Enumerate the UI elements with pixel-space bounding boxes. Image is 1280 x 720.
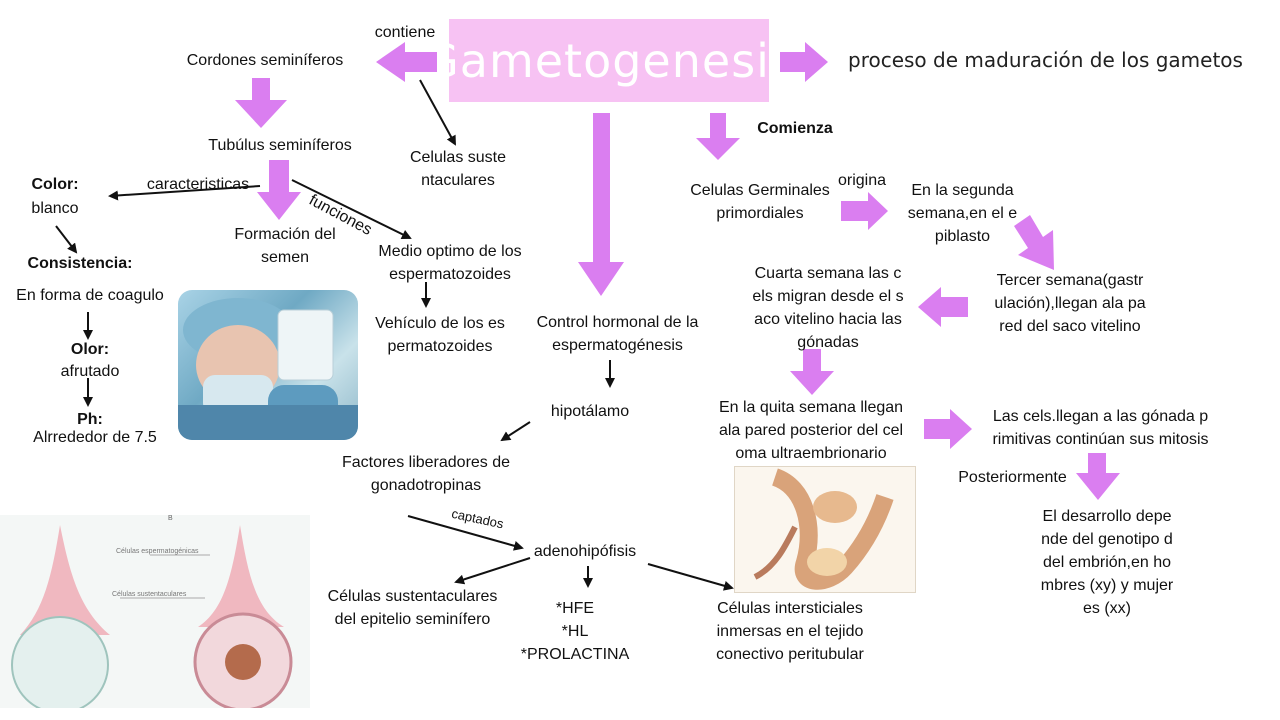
purple-arrow-tercer-cuarta bbox=[918, 287, 968, 327]
tubule-illustration: B Células espermatogénicas Células suste… bbox=[0, 515, 310, 708]
purple-arrow-cordones-down bbox=[235, 78, 287, 128]
purple-arrow-cuarta-quinta bbox=[790, 349, 834, 395]
label-caracteristicas: caracteristicas bbox=[146, 176, 250, 193]
node-formacion: Formación del semen bbox=[234, 226, 336, 266]
value-consistencia: En forma de coagulo bbox=[16, 287, 164, 304]
label-comienza: Comienza bbox=[757, 120, 833, 137]
page-title: Gametogenesis bbox=[423, 33, 795, 88]
purple-arrow-origina bbox=[841, 192, 888, 230]
label-olor: Olor: bbox=[70, 341, 110, 358]
arrow-factores-adeno bbox=[407, 515, 524, 551]
anatomy-drawing bbox=[753, 468, 894, 590]
node-control-hormonal: Control hormonal de la espermatogénesis bbox=[536, 314, 699, 354]
purple-arrow-title-right bbox=[780, 42, 828, 82]
purple-arrow-quinta-gonadas bbox=[924, 409, 972, 449]
label-color: Color: bbox=[31, 176, 79, 193]
value-color: blanco bbox=[31, 200, 79, 217]
purple-arrow-title-left bbox=[376, 42, 437, 82]
node-celulas-sustentaculares: Celulas suste ntaculares bbox=[409, 149, 507, 189]
definition-text: proceso de maduración de los gametos bbox=[848, 48, 1243, 72]
arrow-adeno-sustentaculares bbox=[454, 557, 531, 585]
node-hormonas: *HFE *HL *PROLACTINA bbox=[520, 600, 630, 663]
tubule-caption-sustentaculares: Células sustentaculares bbox=[112, 591, 187, 598]
purple-arrow-posteriormente bbox=[1076, 453, 1120, 500]
arrow-title-sustentaculares bbox=[419, 79, 456, 146]
node-quinta-semana: En la quita semana llegan ala pared post… bbox=[718, 399, 904, 462]
value-ph: Alrrededor de 7.5 bbox=[33, 429, 157, 446]
node-gonadas-primitivas: Las cels.llegan a las gónada p rimitivas… bbox=[992, 408, 1209, 448]
purple-arrow-title-down bbox=[578, 113, 624, 296]
node-segunda-semana: En la segunda semana,en el e piblasto bbox=[907, 182, 1018, 245]
node-cordones: Cordones seminíferos bbox=[186, 52, 344, 69]
tubule-caption-espermatogenicas: Células espermatogénicas bbox=[116, 548, 199, 555]
purple-arrow-comienza bbox=[696, 113, 740, 160]
label-contiene: contiene bbox=[374, 24, 436, 41]
node-cuarta-semana: Cuarta semana las c els migran desde el … bbox=[752, 265, 904, 351]
node-hipotalamo: hipotálamo bbox=[550, 403, 630, 420]
node-vehiculo: Vehículo de los es permatozoides bbox=[375, 315, 505, 355]
label-consistencia: Consistencia: bbox=[27, 255, 133, 272]
label-ph: Ph: bbox=[77, 411, 103, 428]
node-factores: Factores liberadores de gonadotropinas bbox=[341, 454, 511, 494]
purple-arrow-segunda-tercer bbox=[1014, 215, 1054, 270]
node-celulas-intersticiales: Células intersticiales inmersas en el te… bbox=[716, 600, 864, 663]
node-tubulus: Tubúlus seminíferos bbox=[208, 137, 352, 154]
node-tercer-semana: Tercer semana(gastr ulación),llegan ala … bbox=[994, 272, 1146, 335]
arrow-hipotalamo-factores bbox=[500, 421, 531, 442]
node-adenohipofisis: adenohipófisis bbox=[533, 543, 637, 560]
anatomy-illustration bbox=[734, 466, 916, 593]
value-olor: afrutado bbox=[60, 363, 120, 380]
arrow-tubulus-medio bbox=[291, 179, 412, 239]
label-origina: origina bbox=[837, 172, 887, 189]
lab-photo-illustration bbox=[178, 298, 358, 440]
purple-arrow-tubulus-down bbox=[257, 160, 301, 220]
node-medio: Medio optimo de los espermatozoides bbox=[378, 243, 522, 283]
title-box: Gametogenesis bbox=[423, 19, 794, 102]
tubule-drawing bbox=[11, 525, 293, 708]
node-celulas-germinales: Celulas Germinales primordiales bbox=[690, 182, 830, 222]
arrow-adeno-intersticiales bbox=[647, 563, 734, 591]
label-posteriormente: Posteriormente bbox=[958, 469, 1067, 486]
node-desarrollo: El desarrollo depe nde del genotipo d de… bbox=[1040, 508, 1174, 617]
arrow-caracteristicas-color bbox=[108, 185, 261, 201]
tubule-letter: B bbox=[168, 515, 173, 522]
node-celulas-sustentaculares-epitelio: Células sustentaculares del epitelio sem… bbox=[327, 588, 498, 628]
arrow-color-consistencia bbox=[55, 225, 78, 254]
lab-photo bbox=[178, 290, 358, 440]
